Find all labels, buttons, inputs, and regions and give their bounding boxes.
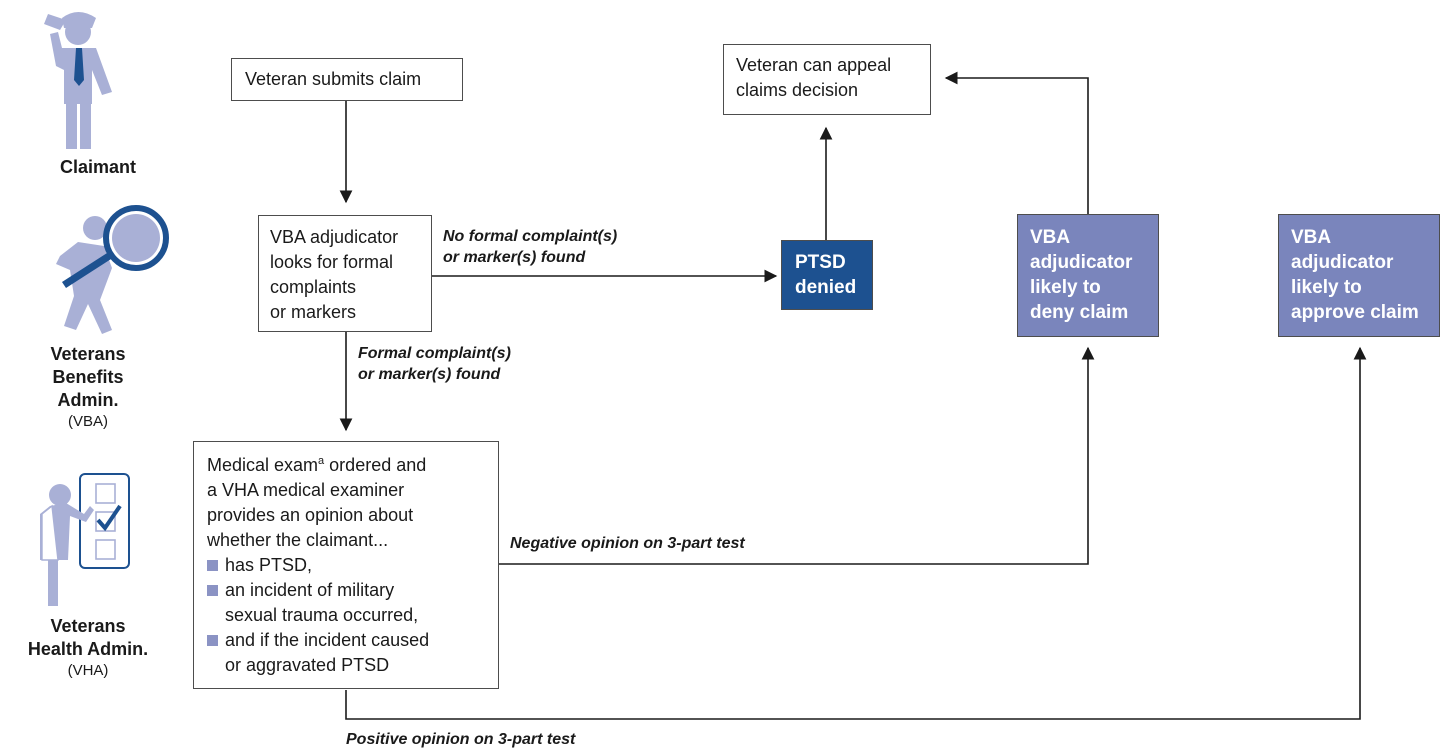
node-deny-text-line: deny claim [1030,302,1129,323]
node-deny-text-line: VBA [1030,227,1071,248]
exam-intro-line: whether the claimant... [207,530,389,550]
exam-criterion-text: an incident of military sexual trauma oc… [225,578,418,628]
node-submit-text: Veteran submits claim [245,69,422,89]
node-deny-text-line: likely to [1030,277,1101,298]
edge-deny-claim-to-appeal [944,71,1089,214]
actor-vba: Veterans Benefits Admin. (VBA) [18,343,158,431]
node-adjudicator-text-line: complaints [270,277,357,297]
person-saluting-icon [44,12,112,149]
exam-criterion-line: or aggravated PTSD [225,655,390,675]
actor-vba-name-line: Admin. [57,390,119,410]
edge-label-line: or marker(s) found [443,249,586,266]
actor-vha-name-line: Health Admin. [27,639,149,659]
node-approve-text-line: adjudicator [1291,252,1394,273]
edge-label-line: Negative opinion on 3-part test [510,535,745,552]
actor-vba-name-line: Benefits [52,367,124,387]
edge-label-line: or marker(s) found [358,366,501,383]
exam-criterion-text: and if the incident caused or aggravated… [225,628,429,678]
actor-claimant-name: Claimant [59,157,137,177]
person-with-magnifying-glass-icon [56,205,169,334]
bullet-square-icon [207,560,218,571]
edge-label-complaint-found: Formal complaint(s) or marker(s) found [358,343,511,385]
node-denied-text-line: denied [795,277,857,298]
exam-footnote-marker: a [318,455,325,467]
node-approve-text-line: approve claim [1291,302,1419,323]
actor-vha-name-line: Veterans [50,616,126,636]
edge-label-no-complaint: No formal complaint(s) or marker(s) foun… [443,226,617,268]
exam-criterion-text: has PTSD, [225,553,312,578]
node-ptsd-denied: PTSD denied [781,240,873,310]
examiner-with-checklist-icon [40,473,130,606]
node-deny-text-line: adjudicator [1030,252,1133,273]
edge-label-line: Formal complaint(s) [358,345,511,362]
node-adjudicator-text-line: VBA adjudicator [270,227,399,247]
exam-intro-text: ordered and [324,455,427,475]
node-approve-text-line: likely to [1291,277,1362,298]
exam-criterion-causation: and if the incident caused or aggravated… [207,628,498,678]
edge-label-line: Positive opinion on 3-part test [346,731,576,748]
exam-intro-text: Medical exam [207,455,319,475]
node-likely-deny-claim: VBA adjudicator likely to deny claim [1017,214,1159,337]
exam-intro-line: a VHA medical examiner [207,480,405,500]
actor-vha-abbr: (VHA) [67,662,109,679]
edge-exam-negative-to-deny-claim [499,346,1095,565]
node-appeal-text-line: claims decision [736,80,859,100]
edge-label-line: No formal complaint(s) [443,228,618,245]
exam-criterion-line: sexual trauma occurred, [225,605,419,625]
exam-criterion-line: has PTSD, [225,555,313,575]
bullet-square-icon [207,635,218,646]
actor-vba-name-line: Veterans [50,344,126,364]
actor-vba-abbr: (VBA) [67,413,108,430]
node-submit-claim: Veteran submits claim [231,58,463,101]
exam-intro-line: provides an opinion about [207,505,414,525]
node-medical-exam: Medical exama ordered and a VHA medical … [193,441,499,689]
actor-claimant: Claimant [28,156,168,179]
edge-label-positive-opinion: Positive opinion on 3-part test [346,729,575,748]
bullet-square-icon [207,585,218,596]
edge-label-negative-opinion: Negative opinion on 3-part test [510,533,745,554]
node-adjudicator-text-line: looks for formal [270,252,394,272]
actor-vha: Veterans Health Admin. (VHA) [18,615,158,680]
node-denied-text-line: PTSD [795,252,846,273]
node-vba-adjudicator-review: VBA adjudicator looks for formal complai… [258,215,432,332]
node-appeal-text-line: Veteran can appeal [736,55,892,75]
edge-exam-positive-to-approve-claim [345,346,1367,720]
node-appeal-decision: Veteran can appeal claims decision [723,44,931,115]
exam-criterion-ptsd: has PTSD, [207,553,498,578]
exam-criterion-line: an incident of military [225,580,395,600]
node-approve-text-line: VBA [1291,227,1332,248]
node-adjudicator-text-line: or markers [270,302,357,322]
exam-intro-line: Medical exama ordered and [207,453,498,478]
node-likely-approve-claim: VBA adjudicator likely to approve claim [1278,214,1440,337]
exam-criterion-incident: an incident of military sexual trauma oc… [207,578,498,628]
exam-criterion-line: and if the incident caused [225,630,430,650]
